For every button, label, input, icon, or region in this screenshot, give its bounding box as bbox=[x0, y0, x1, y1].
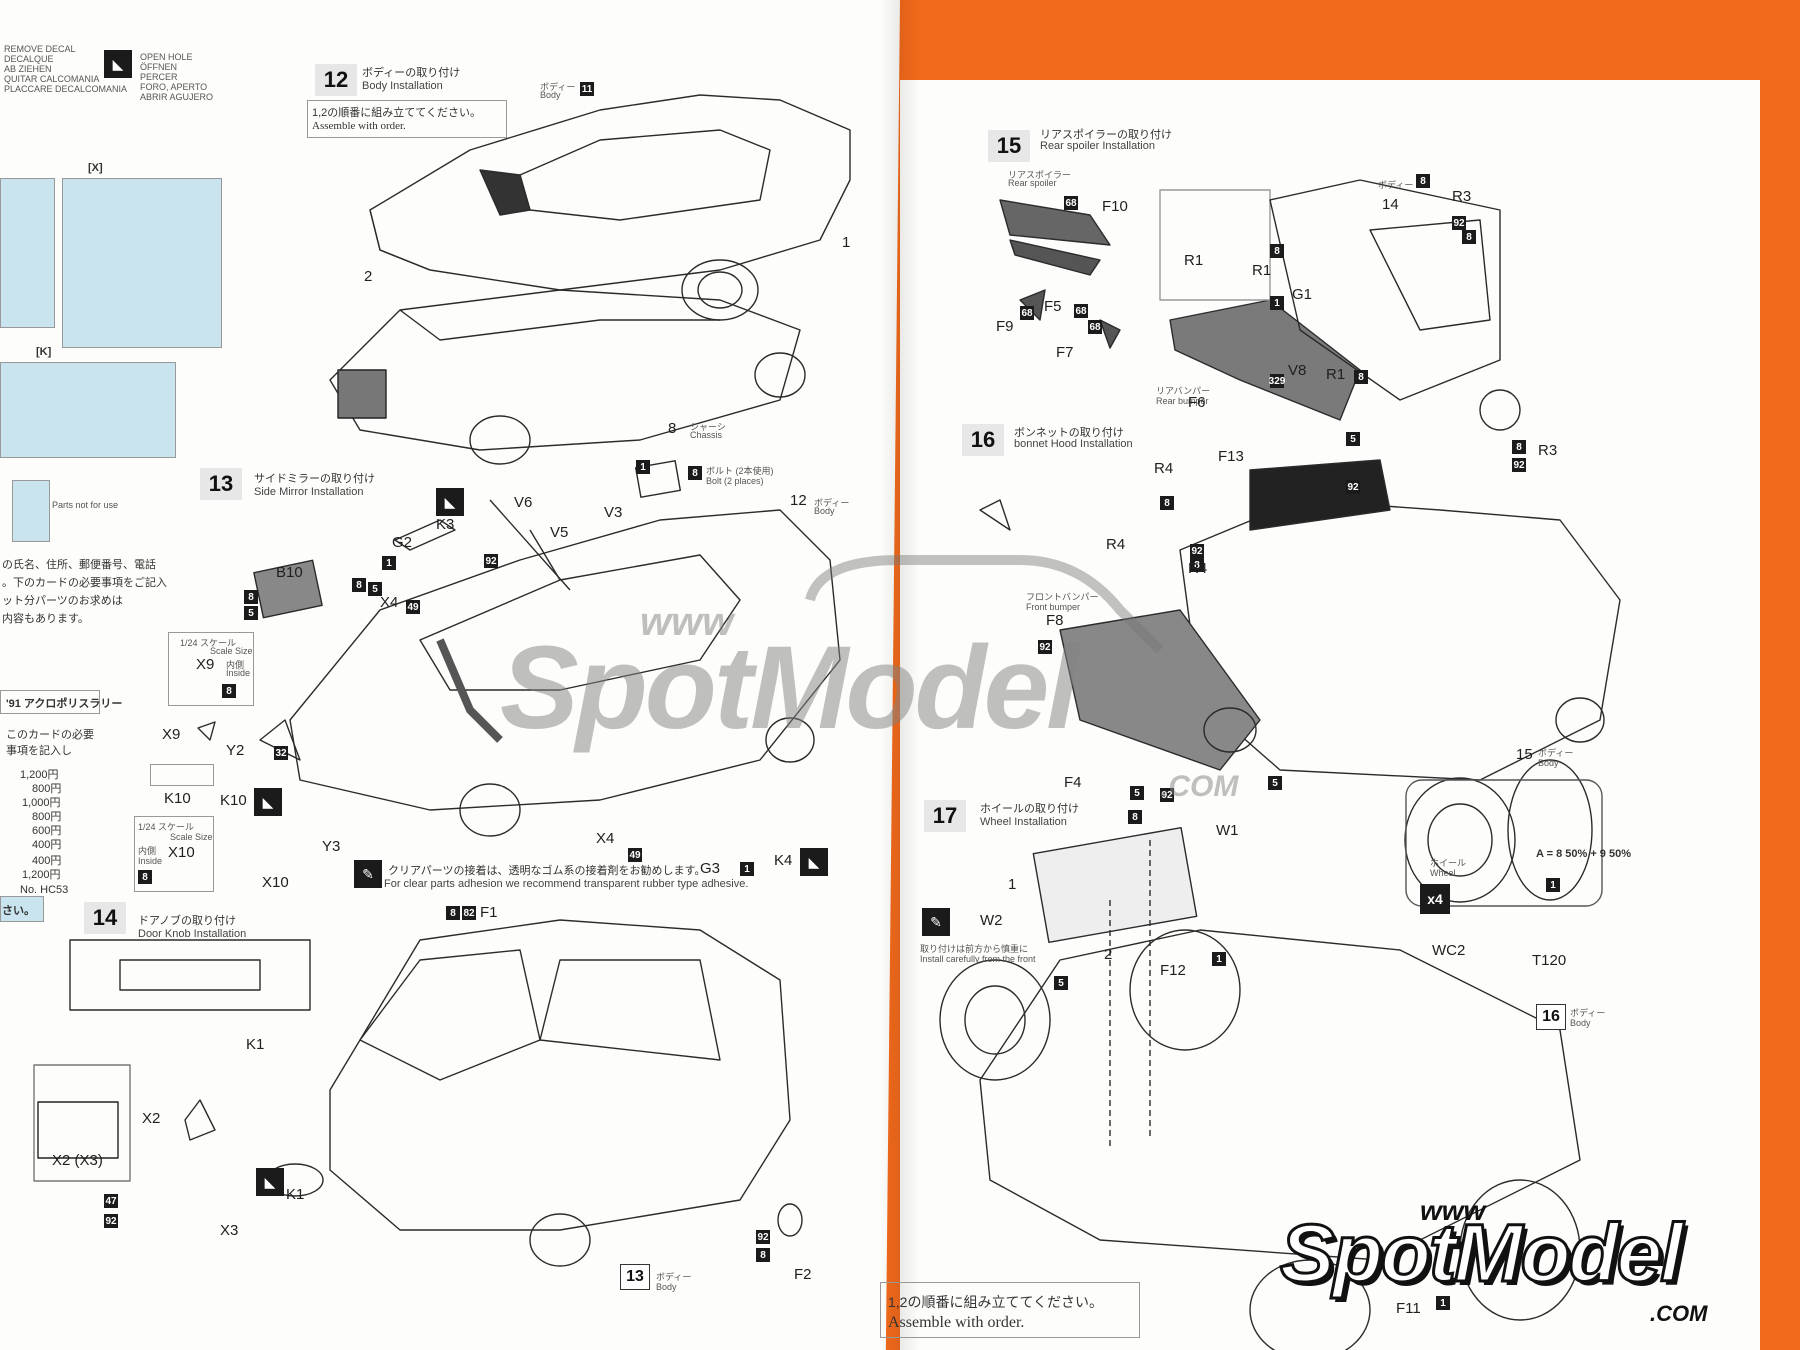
notice-jp-1: Parts not for use bbox=[52, 500, 119, 510]
open-hole-icon-k4: ◣ bbox=[800, 848, 828, 876]
open-hole-icon-k3: ◣ bbox=[436, 488, 464, 516]
scale-box-x9 bbox=[168, 632, 254, 706]
step-15-number: 15 bbox=[988, 130, 1030, 162]
step-17-number: 17 bbox=[924, 800, 966, 832]
clear-parts-jp: クリアパーツの接着は、透明なゴム系の接着剤をお勧めします。 bbox=[388, 865, 706, 877]
assemble-order-box-top bbox=[307, 100, 507, 138]
decal-sheet-small bbox=[12, 480, 50, 542]
decal-group-k: [K] bbox=[36, 346, 52, 358]
price-7: 400円 bbox=[32, 855, 62, 867]
step-12-title-jp: ボディーの取り付け bbox=[362, 67, 461, 79]
decal-sheet-k bbox=[0, 362, 176, 458]
open-hole-label: OPEN HOLE bbox=[140, 52, 193, 62]
step-17-title-en: Wheel Installation bbox=[980, 816, 1067, 828]
decal-group-x: [X] bbox=[88, 162, 103, 174]
logo-www: www bbox=[1420, 1195, 1486, 1226]
decal-sheet-x bbox=[62, 178, 222, 348]
hc-code: No. HC53 bbox=[20, 884, 69, 896]
open-hole-icon: ◣ bbox=[104, 50, 132, 78]
adhesive-icon: ✎ bbox=[354, 860, 382, 888]
watermark-www: www bbox=[640, 600, 734, 644]
step-14-title-jp: ドアノブの取り付け bbox=[138, 915, 237, 927]
adhesive-icon-step17: ✎ bbox=[922, 908, 950, 936]
step-16-title-jp: ボンネットの取り付け bbox=[1014, 427, 1124, 439]
acropolis-card bbox=[0, 690, 100, 714]
step-12-number: 12 bbox=[315, 64, 357, 96]
decal-sheet-left bbox=[0, 178, 55, 328]
price-4: 800円 bbox=[32, 811, 62, 823]
step-13-number: 13 bbox=[200, 468, 242, 500]
step-15-title-jp: リアスポイラーの取り付け bbox=[1040, 129, 1172, 141]
remove-decal-label: REMOVE DECAL bbox=[4, 44, 76, 54]
step-16-title-en: bonnet Hood Installation bbox=[1014, 438, 1133, 450]
assemble-order-box-bottom bbox=[880, 1282, 1140, 1338]
logo-com: .COM bbox=[1650, 1301, 1708, 1326]
step-16-number: 16 bbox=[962, 424, 1004, 456]
page-fold-shadow bbox=[880, 0, 920, 1350]
watermark-name: SpotModel bbox=[500, 622, 1079, 754]
logo-name: SpotModel bbox=[1278, 1207, 1684, 1301]
step-12-title-en: Body Installation bbox=[362, 80, 443, 92]
open-hole-icon-k1: ◣ bbox=[256, 1168, 284, 1196]
price-1: 1,200円 bbox=[20, 769, 59, 781]
clear-parts-en: For clear parts adhesion we recommend tr… bbox=[384, 878, 749, 890]
notice-box bbox=[0, 896, 44, 922]
acropolis-label: '91 アクロポリスラリー bbox=[6, 698, 123, 710]
notice-text: さい。 bbox=[2, 905, 35, 917]
price-6: 400円 bbox=[32, 839, 62, 851]
price-5: 600円 bbox=[32, 825, 62, 837]
watermark-com: .COM bbox=[1160, 770, 1239, 803]
step-14-title-en: Door Knob Installation bbox=[138, 928, 247, 940]
open-hole-icon-k10: ◣ bbox=[254, 788, 282, 816]
step-14-number: 14 bbox=[84, 902, 126, 934]
price-8: 1,200円 bbox=[22, 869, 61, 881]
step-13-title-en: Side Mirror Installation bbox=[254, 486, 364, 498]
scale-box-x10 bbox=[134, 816, 214, 892]
spotmodel-logo: www SpotModel .COM bbox=[1270, 1195, 1750, 1335]
step-13-title-jp: サイドミラーの取り付け bbox=[254, 473, 375, 485]
k10-decal bbox=[150, 764, 214, 786]
step-17-title-jp: ホイールの取り付け bbox=[980, 803, 1079, 815]
step-15-title-en: Rear spoiler Installation bbox=[1040, 140, 1155, 152]
price-2: 800円 bbox=[32, 783, 62, 795]
price-3: 1,000円 bbox=[22, 797, 61, 809]
